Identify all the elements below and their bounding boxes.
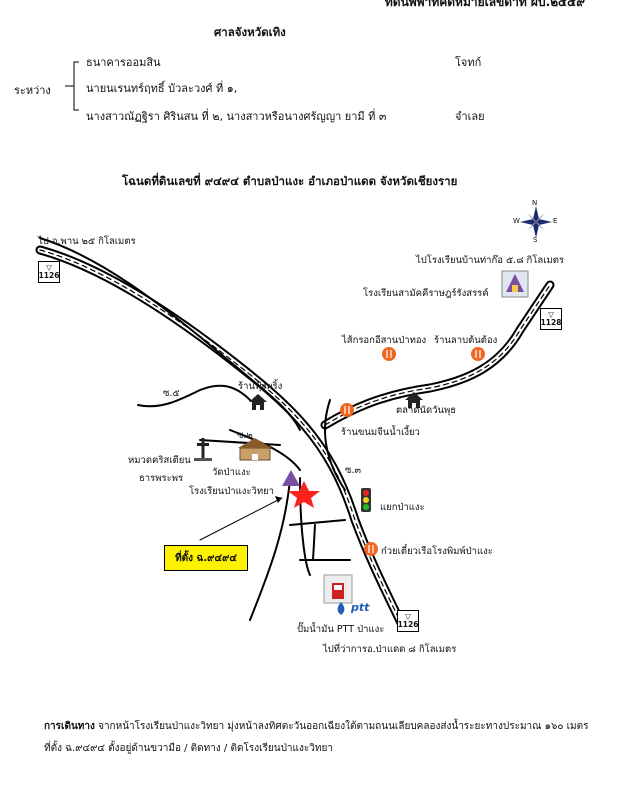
party-2-name: นายนเรนทร์ฤทธิ์ บัวละวงศ์ ที่ ๑, [86,82,238,95]
house-icon [249,394,267,410]
route-shield-1126-south: ▽1126 [397,610,419,632]
arrow-head [275,496,282,503]
label-school-pangae: โรงเรียนป่าแงะวิทยา [189,486,274,497]
map-title: โฉนดที่ดินเลขที่ ๙๔๙๔ ตำบลป่าแงะ อำเภอป่… [122,174,458,188]
label-soi2: ซ.๒ [237,430,253,441]
compass-w: W [513,217,520,225]
case-number-header: ที่ดินพิพาทคดีหมายเลขดำที่ ผบ.๒๕๕๙ [384,0,585,9]
label-school-samakkhi: โรงเรียนสามัคคีราษฎร์รังสรรค์ [363,288,489,299]
arrow-line [199,497,283,541]
gas-station-icon [323,574,353,604]
label-to-phan: ไป อ.พาน ๒๕ กิโลเมตร [38,236,136,247]
school-building-icon [501,270,529,298]
directions-line-2: ที่ตั้ง ฉ.๙๔๙๔ ตั้งอยู่ด้านขวามือ / ติดท… [44,743,333,754]
plot-location-box: ที่ตั้ง ฉ.๙๔๙๔ [164,545,248,571]
label-khanom-shop: ร้านขนมจีนน้ำเงี้ยว [341,427,420,438]
plot-road-connector [312,524,316,561]
label-cemetery-1: หมวดคริสเตียน [128,455,191,466]
plot-road-west [249,479,291,621]
label-to-padaet: ไปที่ว่าการอ.ป่าแดด ๘ กิโลเมตร [323,644,457,655]
market-house-icon [405,392,423,408]
school-triangle-icon [282,470,300,486]
compass-s: S [533,236,538,244]
party-1-name: ธนาคารออมสิน [86,56,161,69]
restaurant-khanom-icon [340,403,354,417]
temple-icon [238,438,272,461]
between-label: ระหว่าง [14,84,51,97]
label-soi5: ซ.๕ [163,388,180,399]
party-1-role: โจทก์ [455,56,482,69]
label-fung-shop: ร้านฟุ้งพริ้ง [238,381,283,392]
party-3-name: นางสาวณัฏฐิรา ศิรินสน ที่ ๒, นางสาวหรือน… [86,110,387,123]
ptt-drop-icon [337,602,345,615]
party-bracket [65,61,79,111]
temple-road [199,439,281,446]
compass-n: N [532,199,538,207]
directions-label: การเดินทาง [44,721,95,732]
cemetery-cross-icon [194,438,212,461]
label-sausage-shop: ไส้กรอกอีสานป่าทอง [342,335,427,346]
soi3-road [324,399,346,491]
compass-rose-icon [520,206,552,238]
restaurant-larb-icon [471,347,485,361]
canal-road [39,237,301,431]
route-shield-1126: ▽1126 [38,261,60,283]
traffic-light-icon [361,488,371,512]
label-intersection: แยกป่าแงะ [380,502,425,513]
label-market: ตลาดนัดวันพุธ [396,405,457,416]
route-shield-1128: ▽1128 [540,308,562,330]
court-name: ศาลจังหวัดเทิง [214,25,286,39]
plot-location-pin-icon [288,481,320,508]
directions: การเดินทาง จากหน้าโรงเรียนป่าแงะวิทยา มุ… [44,716,604,760]
label-ptt-station: ปั๊มน้ำมัน PTT ป่าแงะ [297,624,385,635]
directions-line-1: จากหน้าโรงเรียนป่าแงะวิทยา มุ่งหน้าลงทิศ… [98,721,589,732]
compass-e: E [553,217,558,225]
party-3-role: จำเลย [455,110,485,123]
label-to-school: ไปโรงเรียนบ้านท่าก๊อ ๕.๘ กิโลเมตร [416,255,565,266]
restaurant-noodle-icon [364,542,378,556]
plot-road-cross [289,519,346,526]
label-cemetery-2: ธารพระพร [139,473,184,484]
label-temple: วัดป่าแงะ [212,467,251,478]
ptt-logo-text: ptt [351,601,370,614]
label-soi3: ซ.๓ [345,465,361,476]
restaurant-sausage-icon [382,347,396,361]
label-noodle-shop: ก๋วยเตี๋ยวเรือโรงพิมพ์ป่าแงะ [381,546,493,557]
soi5-road [137,384,251,408]
label-larb-shop: ร้านลาบต้นต้อง [434,335,498,346]
